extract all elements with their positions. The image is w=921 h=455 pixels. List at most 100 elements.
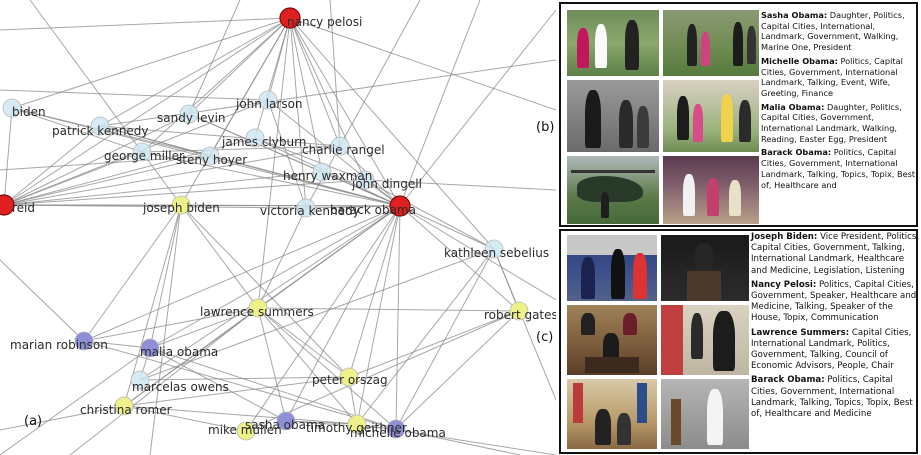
graph-node-john-dingell — [355, 170, 375, 190]
panel-label-a: (a) — [24, 414, 43, 429]
graph-edge-outer — [399, 205, 556, 301]
photo-lawrence-summers — [661, 305, 749, 375]
photo-pelosi-podium — [661, 379, 749, 449]
graph-edge — [99, 125, 211, 157]
graph-edge — [99, 125, 341, 147]
graph-edge — [395, 310, 520, 430]
graph-edge — [285, 205, 401, 422]
graph-edge — [123, 405, 247, 432]
graph-edge — [257, 207, 307, 309]
photo-marine-one — [567, 156, 659, 224]
graph-edge — [395, 205, 401, 430]
graph-edge-outer — [0, 405, 125, 431]
graph-label-charlie-rangel: charlie rangel — [302, 143, 385, 157]
graph-node-christina-romer — [114, 396, 134, 416]
graph-label-patrick-kennedy: patrick kennedy — [52, 124, 149, 138]
photo-barack-obama-podium — [661, 235, 749, 301]
graph-edge-outer — [364, 179, 556, 191]
graph-edge — [285, 420, 358, 425]
graph-label-nancy-pelosi: nancy pelosi — [287, 15, 362, 29]
graph-edge-outer — [0, 89, 269, 101]
graph-label-robert-gates: robert gates — [484, 308, 556, 322]
caption-sasha-obama: Sasha Obama: Daughter, Politics, Capital… — [761, 10, 905, 53]
graph-label-james-clyburn: james clyburn — [221, 135, 306, 149]
graph-edge — [123, 307, 259, 407]
graph-node-lawrence-summers — [248, 298, 268, 318]
graph-edge — [83, 340, 151, 349]
graph-label-joseph-biden: joseph biden — [142, 201, 220, 215]
graph-edge — [267, 99, 307, 209]
graph-node-marian-robinson — [74, 331, 94, 351]
graph-edge — [180, 204, 401, 207]
graph-edge-outer — [69, 307, 259, 455]
graph-edge — [348, 205, 401, 378]
graph-node-barack-obama — [389, 195, 411, 217]
graph-label-henry-waxman: henry waxman — [283, 169, 372, 183]
graph-node-victoria-kennedy — [296, 198, 316, 218]
graph-edge — [149, 204, 182, 349]
graph-label-marian-robinson: marian robinson — [10, 338, 108, 352]
graph-edge — [395, 248, 495, 430]
graph-edge — [11, 107, 143, 153]
graph-edge — [3, 155, 211, 206]
graph-edge — [149, 347, 287, 422]
graph-edge — [289, 17, 495, 250]
graph-edge — [141, 151, 182, 206]
caption-joseph-biden: Joseph Biden: Vice President, Politics, … — [751, 232, 920, 276]
graph-node-peter-orszag — [339, 367, 359, 387]
graph-edge — [3, 171, 323, 206]
graph-edge-outer — [493, 248, 556, 401]
caption-nancy-pelosi: Nancy Pelosi: Politics, Capital Cities, … — [751, 279, 917, 324]
graph-edge — [11, 17, 291, 109]
graph-edge — [83, 205, 401, 342]
graph-label-christina-romer: christina romer — [80, 403, 172, 417]
graph-label-peter-orszag: peter orszag — [312, 373, 388, 387]
graph-edge-outer — [0, 347, 151, 455]
graph-node-john-larson — [258, 90, 278, 110]
caption-lawrence-summers: Lawrence Summers: Capital Cities, Intern… — [751, 327, 912, 372]
graph-edge — [139, 205, 401, 381]
graph-edge-outer — [0, 259, 85, 342]
graph-edge — [399, 205, 520, 312]
graph-label-timothy-geithner: timothy geithner — [306, 421, 407, 435]
graph-edge — [99, 17, 291, 127]
graph-node-robert-gates — [509, 301, 529, 321]
graph-edge-outer — [188, 0, 241, 115]
graph-label-biden-top: biden — [12, 105, 46, 119]
graph-edge — [289, 17, 307, 209]
graph-edge-outer — [149, 204, 182, 455]
graph-edge — [123, 405, 358, 425]
graph-node-james-clyburn — [245, 128, 265, 148]
graph-edge — [356, 248, 495, 425]
graph-label-reid: reid — [12, 201, 35, 215]
photo-nancy-pelosi — [567, 305, 657, 375]
photo-barack-obama-event — [663, 156, 759, 224]
graph-edge — [139, 248, 495, 381]
graph-label-kathleen-sebelius: kathleen sebelius — [444, 246, 549, 260]
graph-edge — [149, 205, 401, 349]
panel-label-c: (c) — [536, 330, 554, 345]
caption-list-b: Sasha Obama: Daughter, Politics, Capital… — [761, 10, 919, 193]
graph-edge-outer — [0, 155, 211, 171]
network-graph: nancy pelosi biden patrick kennedy sandy le… — [0, 0, 556, 455]
graph-node-sasha-obama — [276, 411, 296, 431]
graph-label-steny-hoyer: steny hoyer — [176, 153, 247, 167]
graph-label-marcelas-owens: marcelas owens — [132, 380, 229, 394]
caption-barack-obama-c: Barack Obama: Politics, Capital Cities, … — [751, 375, 913, 420]
graph-node-charlie-rangel — [330, 136, 350, 156]
graph-edge-outer — [29, 0, 143, 153]
graph-node-steny-hoyer — [200, 146, 220, 166]
graph-edge — [321, 171, 401, 207]
graph-label-sandy-levin: sandy levin — [157, 111, 226, 125]
graph-edge — [3, 125, 101, 206]
graph-edge — [141, 17, 291, 153]
graph-edge — [257, 307, 520, 312]
photo-easter-egg — [663, 80, 759, 152]
caption-malia-obama: Malia Obama: Daughter, Politics, Capital… — [761, 101, 902, 144]
graph-label-john-larson: john larson — [235, 97, 303, 111]
graph-edge-outer — [99, 59, 556, 127]
graph-edge — [139, 376, 350, 381]
graph-edge — [254, 17, 291, 139]
graph-edge-outer — [395, 428, 521, 455]
photo-joseph-biden — [567, 235, 657, 301]
